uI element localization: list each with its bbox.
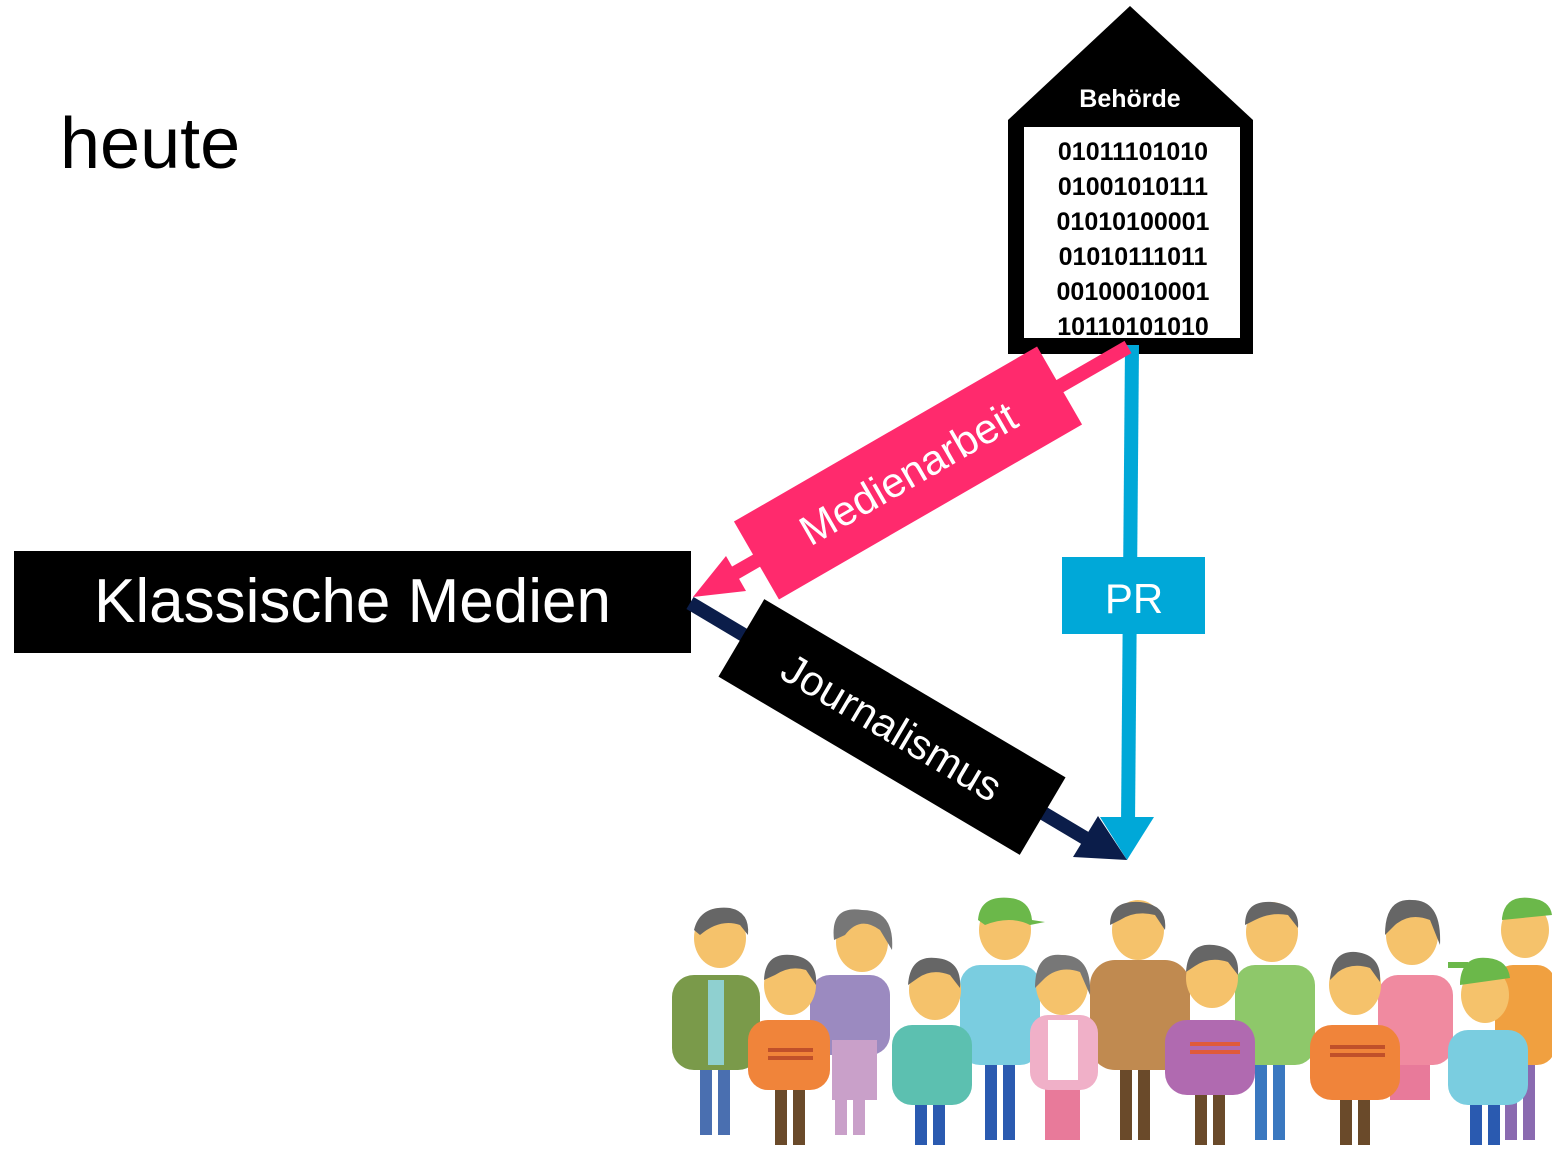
pr-label: PR [1105,575,1163,622]
binary-row: 01011101010 [1058,138,1208,166]
authority-house-icon [1008,6,1253,354]
public-crowd-icon [672,897,1552,1145]
slide-title: heute [60,104,241,184]
binary-row: 00100010001 [1057,278,1210,306]
binary-row: 01010100001 [1057,208,1210,236]
authority-label: Behörde [1079,85,1181,113]
classic-media-box: Klassische Medien [14,551,691,653]
pr-arrow: PR [1062,344,1205,860]
classic-media-label: Klassische Medien [94,567,611,636]
binary-row: 01001010111 [1058,173,1208,201]
binary-row: 10110101010 [1057,313,1209,341]
binary-row: 01010111011 [1059,243,1208,271]
journalismus-arrow: Journalismus [686,596,1127,860]
